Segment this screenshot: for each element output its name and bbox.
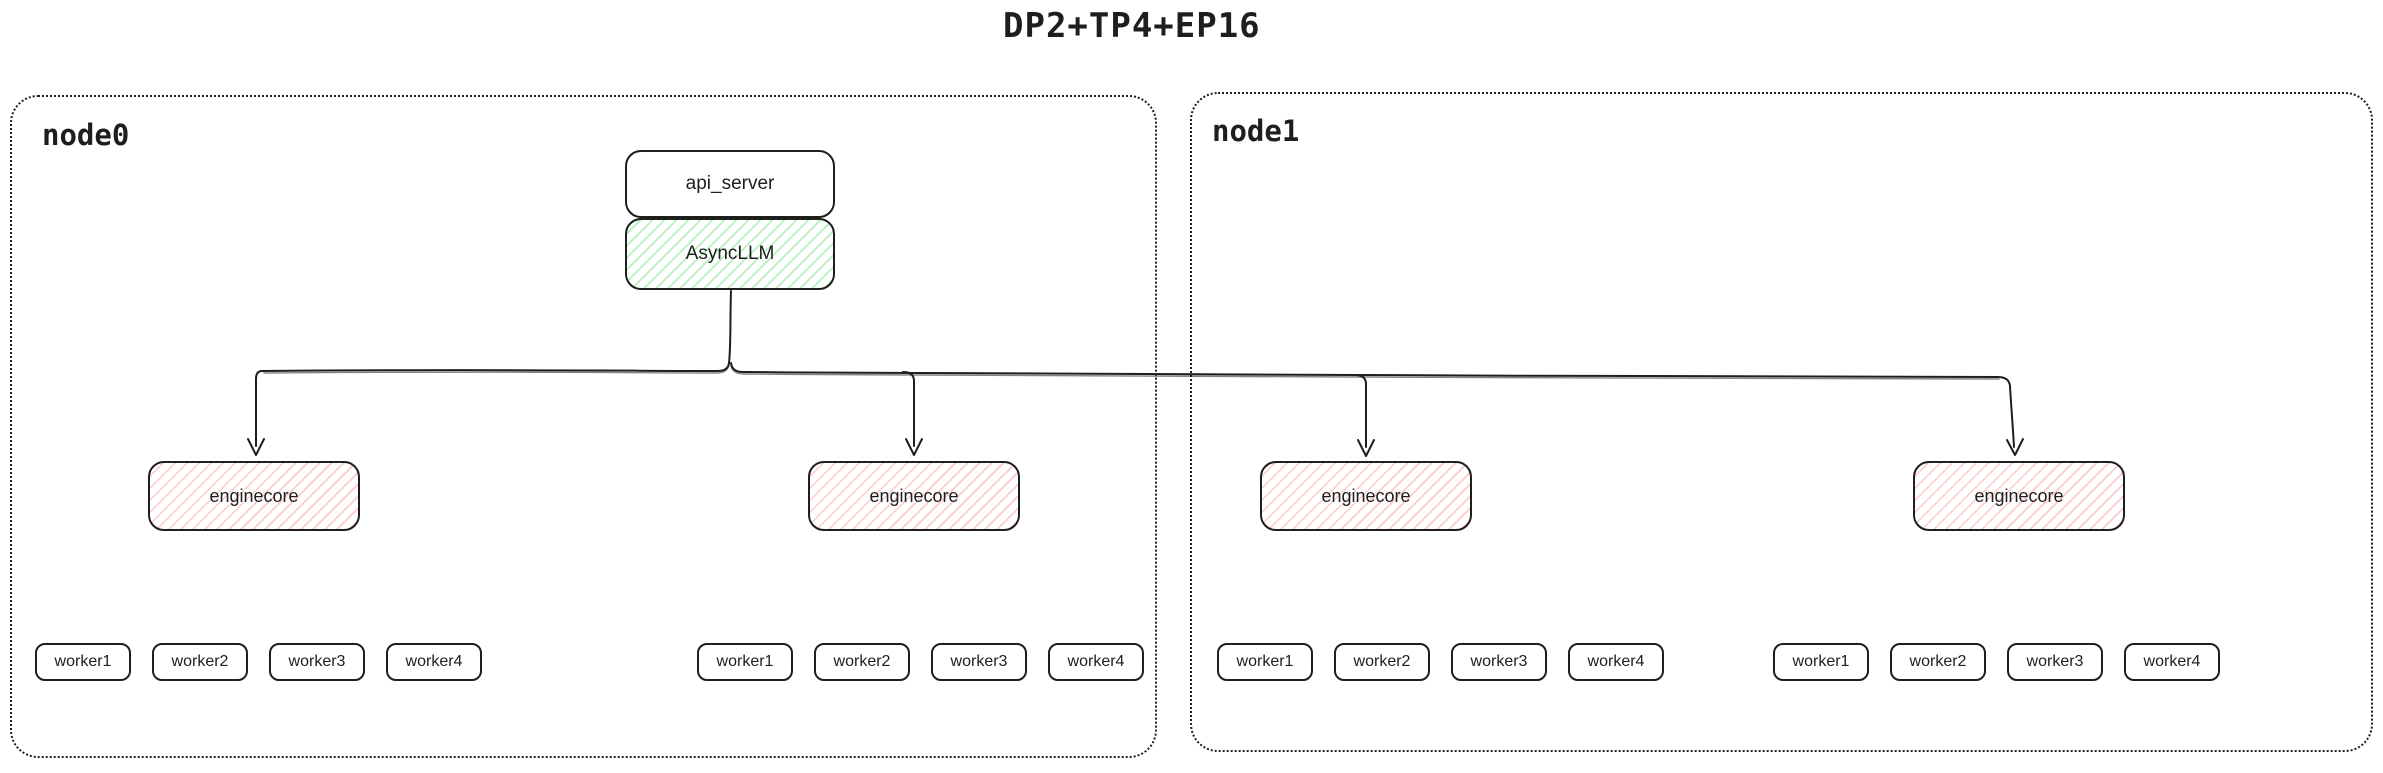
enginecore-label: enginecore bbox=[209, 485, 299, 506]
worker-group-1: worker1 worker2 worker3 worker4 bbox=[35, 643, 482, 681]
enginecore-label: enginecore bbox=[1321, 485, 1411, 506]
worker-label: worker4 bbox=[2143, 653, 2201, 670]
node0-label: node0 bbox=[42, 118, 130, 152]
worker-box: worker4 bbox=[2124, 643, 2220, 681]
worker-label: worker1 bbox=[716, 653, 774, 670]
api-server-label: api_server bbox=[685, 173, 775, 194]
worker-box: worker2 bbox=[1890, 643, 1986, 681]
worker-label: worker3 bbox=[2026, 653, 2084, 670]
worker-label: worker3 bbox=[1470, 653, 1528, 670]
worker-group-4: worker1 worker2 worker3 worker4 bbox=[1773, 643, 2220, 681]
worker-box: worker4 bbox=[1568, 643, 1664, 681]
enginecore-box-3: enginecore bbox=[1260, 461, 1472, 531]
enginecore-box-4: enginecore bbox=[1913, 461, 2125, 531]
worker-label: worker2 bbox=[833, 653, 891, 670]
worker-label: worker2 bbox=[1909, 653, 1967, 670]
worker-group-3: worker1 worker2 worker3 worker4 bbox=[1217, 643, 1664, 681]
enginecore-label: enginecore bbox=[869, 485, 959, 506]
worker-box: worker3 bbox=[1451, 643, 1547, 681]
enginecore-label: enginecore bbox=[1974, 485, 2064, 506]
worker-box: worker3 bbox=[269, 643, 365, 681]
worker-box: worker3 bbox=[2007, 643, 2103, 681]
enginecore-box-2: enginecore bbox=[808, 461, 1020, 531]
node1-label: node1 bbox=[1212, 114, 1300, 148]
api-server-box: api_server bbox=[625, 150, 835, 218]
node0-panel bbox=[10, 95, 1157, 758]
worker-box: worker2 bbox=[1334, 643, 1430, 681]
worker-box: worker2 bbox=[814, 643, 910, 681]
worker-label: worker2 bbox=[171, 653, 229, 670]
worker-label: worker1 bbox=[1236, 653, 1294, 670]
node1-panel bbox=[1190, 92, 2373, 752]
worker-label: worker4 bbox=[1067, 653, 1125, 670]
worker-box: worker3 bbox=[931, 643, 1027, 681]
enginecore-box-1: enginecore bbox=[148, 461, 360, 531]
worker-box: worker2 bbox=[152, 643, 248, 681]
worker-group-2: worker1 worker2 worker3 worker4 bbox=[697, 643, 1144, 681]
asyncllm-label: AsyncLLM bbox=[685, 243, 775, 264]
worker-label: worker4 bbox=[405, 653, 463, 670]
worker-box: worker4 bbox=[386, 643, 482, 681]
asyncllm-box: AsyncLLM bbox=[625, 218, 835, 290]
worker-box: worker1 bbox=[35, 643, 131, 681]
worker-box: worker1 bbox=[697, 643, 793, 681]
worker-label: worker3 bbox=[950, 653, 1008, 670]
worker-box: worker1 bbox=[1773, 643, 1869, 681]
worker-label: worker1 bbox=[54, 653, 112, 670]
worker-label: worker3 bbox=[288, 653, 346, 670]
diagram-title: DP2+TP4+EP16 bbox=[1003, 6, 1261, 46]
worker-label: worker1 bbox=[1792, 653, 1850, 670]
worker-label: worker4 bbox=[1587, 653, 1645, 670]
worker-box: worker4 bbox=[1048, 643, 1144, 681]
worker-label: worker2 bbox=[1353, 653, 1411, 670]
worker-box: worker1 bbox=[1217, 643, 1313, 681]
